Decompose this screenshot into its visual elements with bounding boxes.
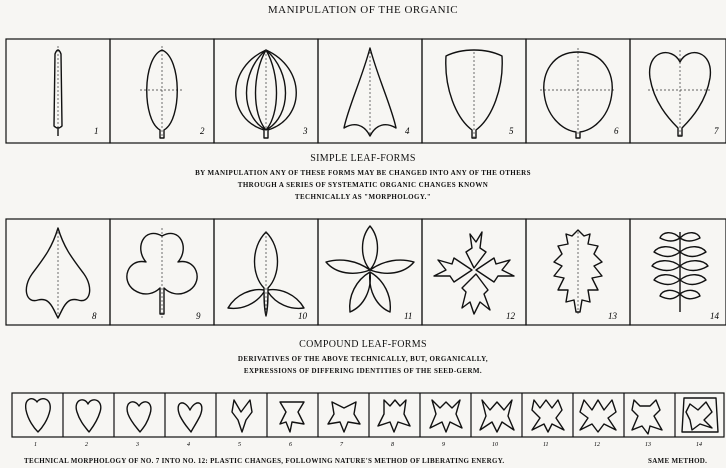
figure-number: 4 — [405, 126, 410, 136]
stage-number: 8 — [391, 442, 394, 448]
figure-number: 5 — [509, 126, 514, 136]
compound-heading: COMPOUND LEAF-FORMS — [0, 339, 726, 350]
figure-number: 10 — [298, 311, 308, 321]
figure-number: 6 — [614, 126, 619, 136]
morphology-caption-right: SAME METHOD. — [648, 457, 707, 465]
compound-leaf-row: 8 9 10 11 12 13 14 — [0, 218, 726, 328]
figure-number: 3 — [302, 126, 308, 136]
morphology-caption: TECHNICAL MORPHOLOGY OF NO. 7 INTO NO. 1… — [24, 457, 504, 465]
simple-leaf-panel-7 — [630, 39, 726, 143]
stage-number: 7 — [340, 442, 344, 448]
description-line: BY MANIPULATION ANY OF THESE FORMS MAY B… — [0, 167, 726, 179]
compound-leaf-panel-11 — [318, 219, 422, 325]
stage-number: 9 — [442, 442, 445, 448]
figure-number: 9 — [196, 311, 201, 321]
figure-number: 14 — [710, 311, 720, 321]
compound-leaf-panel-10 — [214, 219, 318, 325]
figure-number: 11 — [404, 311, 412, 321]
stage-number: 14 — [696, 441, 702, 448]
stage-number: 1 — [34, 442, 37, 448]
compound-description: DERIVATIVES OF THE ABOVE TECHNICALLY, BU… — [0, 353, 726, 377]
simple-leaf-row: 1 2 3 4 5 6 7 — [0, 38, 726, 146]
compound-leaf-panel-12 — [422, 219, 526, 325]
compound-leaf-panel-13 — [526, 219, 630, 325]
figure-number: 2 — [200, 126, 205, 136]
stage-number: 5 — [238, 442, 241, 448]
stage-number: 6 — [289, 442, 292, 448]
figure-number: 7 — [714, 126, 719, 136]
stage-number: 10 — [492, 442, 498, 448]
page-title: MANIPULATION OF THE ORGANIC — [0, 4, 726, 16]
simple-description: BY MANIPULATION ANY OF THESE FORMS MAY B… — [0, 167, 726, 203]
figure-number: 8 — [92, 311, 97, 321]
compound-leaf-panel-8 — [6, 219, 110, 325]
figure-number: 1 — [94, 126, 99, 136]
simple-leaf-panel-2 — [110, 39, 214, 143]
stage-number: 11 — [543, 442, 549, 448]
stage-number: 4 — [187, 441, 190, 448]
morphology-stages — [26, 398, 718, 434]
stage-number: 12 — [594, 442, 600, 448]
compound-leaf-panel-14 — [630, 219, 726, 325]
description-line: THROUGH A SERIES OF SYSTEMATIC ORGANIC C… — [0, 179, 726, 191]
stage-number: 2 — [85, 442, 88, 448]
stage-number: 3 — [135, 442, 139, 448]
stage-number: 13 — [645, 442, 651, 448]
morphology-panels — [12, 393, 724, 437]
simple-heading: SIMPLE LEAF-FORMS — [0, 153, 726, 164]
description-line: TECHNICALLY AS "MORPHOLOGY." — [0, 191, 726, 203]
description-line: DERIVATIVES OF THE ABOVE TECHNICALLY, BU… — [0, 353, 726, 365]
compound-leaf-panel-9 — [110, 219, 214, 325]
morphology-row: 1 2 3 4 5 6 7 8 9 10 11 12 13 14 — [0, 392, 726, 456]
description-line: EXPRESSIONS OF DIFFERING IDENTITIES OF T… — [0, 365, 726, 377]
figure-number: 12 — [506, 311, 516, 321]
figure-number: 13 — [608, 311, 618, 321]
